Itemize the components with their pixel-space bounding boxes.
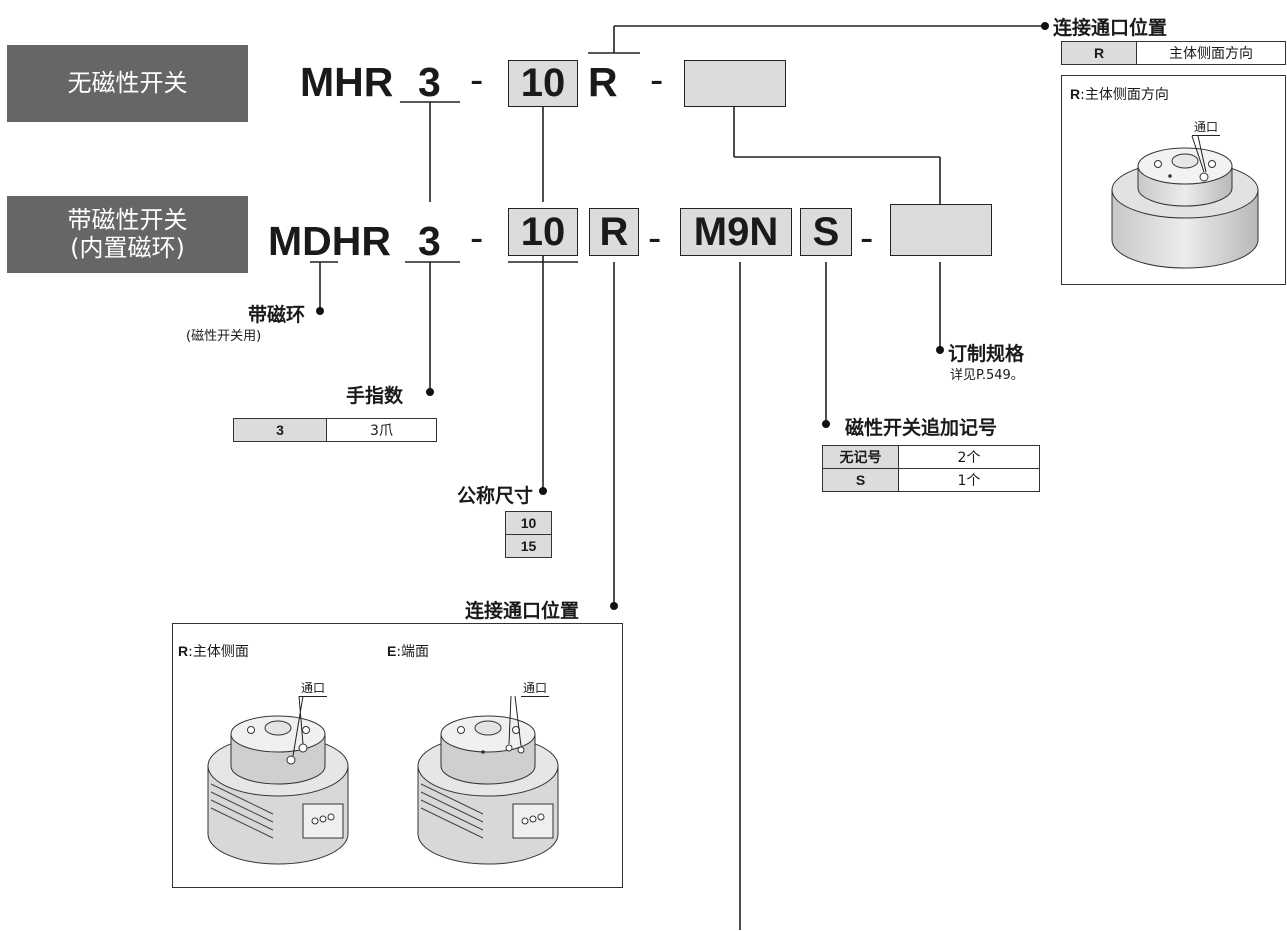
no-switch-prefix: MHR [300, 59, 394, 105]
no-switch-dash: - [470, 58, 484, 102]
size-option-10: 10 [505, 511, 552, 535]
size-title: 公称尺寸 [457, 485, 534, 507]
with-switch-label: 带磁性开关 (内置磁环) [7, 196, 248, 273]
top-right-figure-title: R:主体侧面方向 [1070, 84, 1169, 104]
end-figure-code: E [387, 643, 397, 659]
no-switch-size-box: 10 [508, 60, 578, 107]
with-switch-qty-box: S [800, 208, 852, 256]
with-switch-switch-box: M9N [680, 208, 792, 256]
magnet-title: 带磁环 [248, 304, 306, 326]
port-position-top-code: R [1061, 41, 1137, 65]
fingers-table: 3 3爪 [233, 418, 437, 442]
table-row: 15 [505, 534, 552, 558]
side-port-label: 通口 [299, 681, 328, 697]
table-row: 3 3爪 [233, 418, 437, 442]
top-right-figure-frame: R:主体侧面方向 通口 [1061, 75, 1286, 285]
side-figure-code: R [178, 643, 189, 659]
with-switch-port-box: R [589, 208, 639, 256]
with-switch-fingers: 3 [418, 218, 441, 264]
port-position-top-table: R 主体侧面方向 [1061, 41, 1286, 65]
table-row: 无记号 2个 [822, 445, 1040, 469]
fingers-title: 手指数 [346, 385, 404, 407]
gripper-end-port-illustration [417, 695, 559, 865]
with-switch-prefix: MDHR [268, 218, 391, 264]
switch-qty-title: 磁性开关追加记号 [845, 417, 998, 439]
size-option-15: 15 [505, 534, 552, 558]
port-position-figures-frame: R:主体侧面 E:端面 通口 通口 [172, 623, 623, 888]
switch-qty-table: 无记号 2个 S 1个 [822, 445, 1040, 492]
size-table: 10 15 [505, 511, 552, 558]
port-position-top-desc: 主体侧面方向 [1136, 41, 1286, 65]
with-switch-label-line1: 带磁性开关 [67, 205, 188, 234]
custom-subtitle: 详见P.549。 [950, 368, 1024, 383]
no-switch-label-text: 无磁性开关 [67, 68, 188, 97]
switch-qty-desc-1: 2个 [898, 445, 1040, 469]
fingers-code: 3 [233, 418, 327, 442]
no-switch-custom-box [684, 60, 786, 107]
table-row: 10 [505, 511, 552, 535]
end-figure-title: E:端面 [387, 641, 429, 661]
port-position-top-title: 连接通口位置 [1053, 17, 1168, 39]
no-switch-port: R [588, 59, 618, 105]
switch-qty-code-1: 无记号 [822, 445, 899, 469]
fingers-desc: 3爪 [326, 418, 437, 442]
custom-title: 订制规格 [948, 343, 1025, 365]
no-switch-label: 无磁性开关 [7, 45, 248, 122]
with-switch-size-box: 10 [508, 208, 578, 256]
table-row: R 主体侧面方向 [1061, 41, 1286, 65]
with-switch-dash3: - [860, 216, 874, 260]
no-switch-fingers: 3 [418, 59, 441, 105]
with-switch-dash: - [470, 216, 484, 260]
top-right-port-label: 通口 [1192, 120, 1221, 136]
port-position-title: 连接通口位置 [465, 600, 580, 622]
gripper-illustration [1111, 135, 1259, 269]
end-figure-text: :端面 [396, 644, 430, 660]
gripper-side-port-illustration [207, 695, 349, 865]
table-row: S 1个 [822, 468, 1040, 492]
end-port-label: 通口 [521, 681, 550, 697]
top-right-figure-text: :主体侧面方向 [1080, 87, 1169, 103]
switch-qty-code-2: S [822, 468, 899, 492]
switch-qty-desc-2: 1个 [898, 468, 1040, 492]
with-switch-label-line2: (内置磁环) [70, 233, 185, 262]
magnet-subtitle: (磁性开关用) [186, 329, 262, 344]
side-figure-title: R:主体侧面 [178, 641, 249, 661]
no-switch-dash2: - [650, 58, 664, 102]
top-right-figure-code: R [1070, 86, 1081, 102]
with-switch-custom-box [890, 204, 992, 256]
with-switch-dash2: - [648, 216, 662, 260]
side-figure-text: :主体侧面 [188, 644, 249, 660]
